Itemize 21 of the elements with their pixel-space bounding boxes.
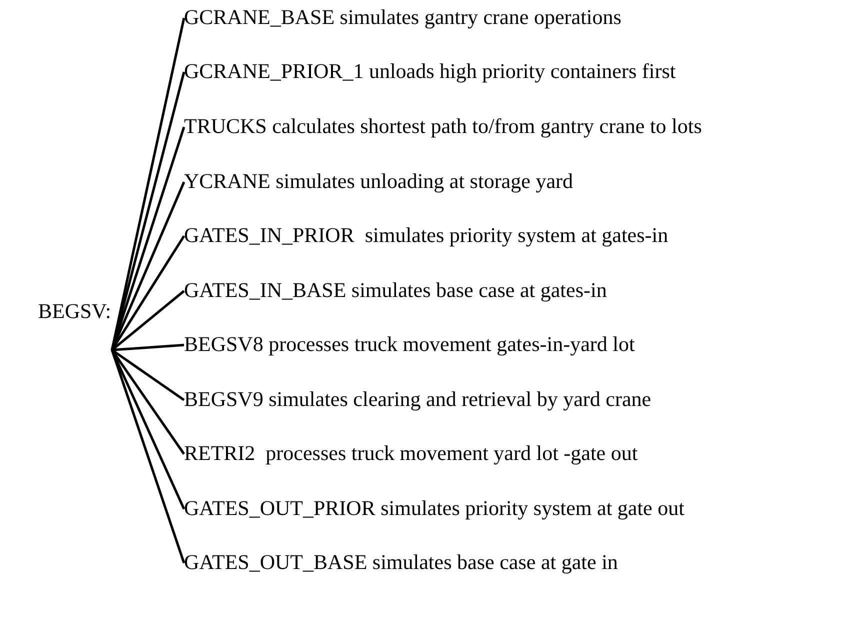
connector-line	[110, 182, 186, 350]
node-label: GCRANE_PRIOR_1 unloads high priority containers first	[184, 58, 676, 85]
node-label: TRUCKS calculates shortest path to/from gantry crane to lots	[184, 113, 702, 140]
node-label: GATES_OUT_BASE simulates base case at gate in	[184, 549, 618, 576]
connector-line	[111, 290, 185, 351]
node-label: BEGSV8 processes truck movement gates-in-yard lot	[184, 331, 635, 358]
node-label: BEGSV:	[38, 298, 112, 325]
node-label: RETRI2 processes truck movement yard lot -gate out	[184, 440, 638, 467]
node-label: GATES_IN_BASE simulates base case at gates-in	[184, 277, 607, 304]
node-label: YCRANE simulates unloading at storage yard	[184, 168, 574, 195]
node-label: GATES_OUT_PRIOR simulates priority system at gate out	[184, 495, 684, 522]
node-label: BEGSV9 simulates clearing and retrieval by yard crane	[184, 386, 652, 413]
connector-line	[110, 18, 186, 350]
node-label: GATES_IN_PRIOR simulates priority system at gates-in	[184, 222, 668, 249]
connector-line	[110, 349, 186, 510]
connector-line	[110, 126, 186, 350]
connector-line	[111, 348, 185, 402]
connector-line	[110, 349, 186, 455]
connector-line	[110, 350, 186, 564]
node-label: GCRANE_BASE simulates gantry crane operations	[184, 4, 622, 31]
connector-line	[112, 344, 184, 352]
